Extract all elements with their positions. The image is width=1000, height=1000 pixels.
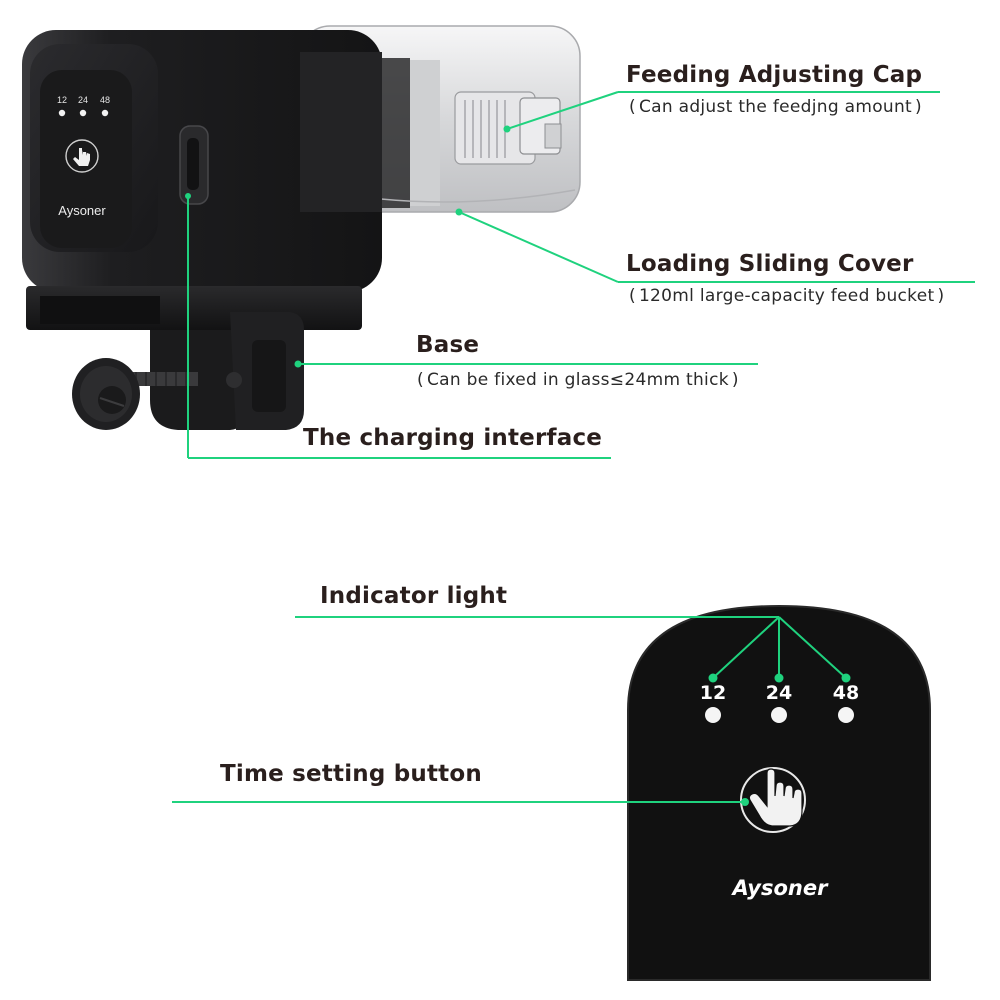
device-panel-mini: 12 24 48 Aysoner: [57, 95, 110, 218]
sliding-cover-note: (120ml large-capacity feed bucket): [629, 286, 945, 306]
mini-indicator-24: 24: [78, 95, 88, 105]
charging-port: [179, 125, 209, 205]
leader-sliding-cover-diag: [458, 211, 619, 283]
indicator-dot-12: [705, 707, 721, 723]
leader-indicator-12: [712, 616, 780, 679]
panel-brand: Aysoner: [732, 876, 828, 900]
indicator-dot-48: [838, 707, 854, 723]
base-note: (Can be fixed in glass≤24mm thick): [417, 370, 739, 390]
panel-closeup: [627, 604, 931, 981]
panel-indicator-label-48: 48: [832, 682, 860, 704]
mini-indicator-12: 12: [57, 95, 67, 105]
mini-indicator-48: 48: [100, 95, 110, 105]
feeder-device: 12 24 48 Aysoner: [22, 25, 581, 430]
panel-indicator-label-24: 24: [765, 682, 793, 704]
leader-lines-top: [187, 91, 975, 459]
charging-title: The charging interface: [303, 425, 603, 451]
leader-indicator-48: [778, 616, 847, 679]
mini-time-button: [65, 139, 99, 173]
leader-lines-bottom: [172, 616, 847, 803]
panel-indicator-label-12: 12: [699, 682, 727, 704]
base-title: Base: [416, 332, 480, 358]
mini-brand: Aysoner: [58, 203, 106, 218]
indicator-dot-24: [771, 707, 787, 723]
leader-feeding-cap-diag: [506, 91, 619, 130]
time-setting-button: [740, 767, 806, 833]
feeding-cap-title: Feeding Adjusting Cap: [626, 62, 923, 88]
time-button-title: Time setting button: [220, 761, 482, 787]
feeding-cap-note: (Can adjust the feedjng amount): [629, 97, 922, 117]
hand-pointer-icon: [748, 768, 803, 827]
mini-hand-icon: [73, 148, 90, 166]
clamp-base: [26, 286, 362, 430]
indicator-title: Indicator light: [320, 583, 508, 609]
sliding-cover-title: Loading Sliding Cover: [626, 251, 914, 277]
